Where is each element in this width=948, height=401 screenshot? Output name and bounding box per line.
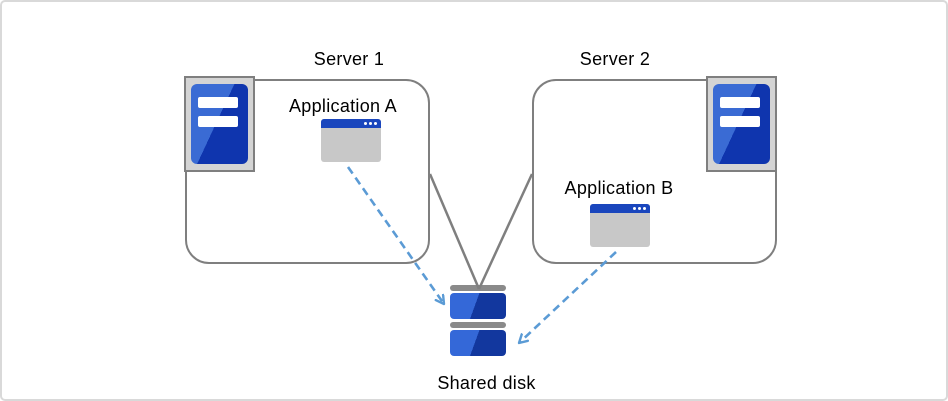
shared-disk-label: Shared disk xyxy=(437,373,536,393)
window-dot-icon xyxy=(643,207,646,210)
tower-slot-bar xyxy=(198,116,238,127)
app-window-icon xyxy=(590,204,650,247)
app-b-disk-arrow xyxy=(519,251,617,343)
window-dot-icon xyxy=(638,207,641,210)
server2-title: Server 2 xyxy=(579,49,651,69)
shared-disk-icon xyxy=(450,285,506,359)
app-a-label: Application A xyxy=(289,96,397,116)
server1-disk-connector xyxy=(428,173,481,290)
disk-platter xyxy=(450,330,506,356)
app-window-titlebar xyxy=(590,204,650,213)
window-dot-icon xyxy=(364,122,367,125)
disk-platter xyxy=(450,293,506,319)
server1-title: Server 1 xyxy=(313,49,385,69)
server1-icon-panel xyxy=(184,76,255,172)
server2-icon-panel xyxy=(706,76,777,172)
window-dot-icon xyxy=(633,207,636,210)
app-window-icon xyxy=(321,119,381,162)
tower-slot-bar xyxy=(720,97,760,108)
disk-cap xyxy=(450,322,506,328)
server-tower-icon xyxy=(191,84,248,164)
window-dot-icon xyxy=(369,122,372,125)
app-window-titlebar xyxy=(321,119,381,128)
disk-cap xyxy=(450,285,506,291)
app-b-label: Application B xyxy=(564,178,674,198)
window-dot-icon xyxy=(374,122,377,125)
tower-slot-bar xyxy=(198,97,238,108)
server2-disk-connector xyxy=(477,173,534,290)
server-tower-icon xyxy=(713,84,770,164)
tower-slot-bar xyxy=(720,116,760,127)
